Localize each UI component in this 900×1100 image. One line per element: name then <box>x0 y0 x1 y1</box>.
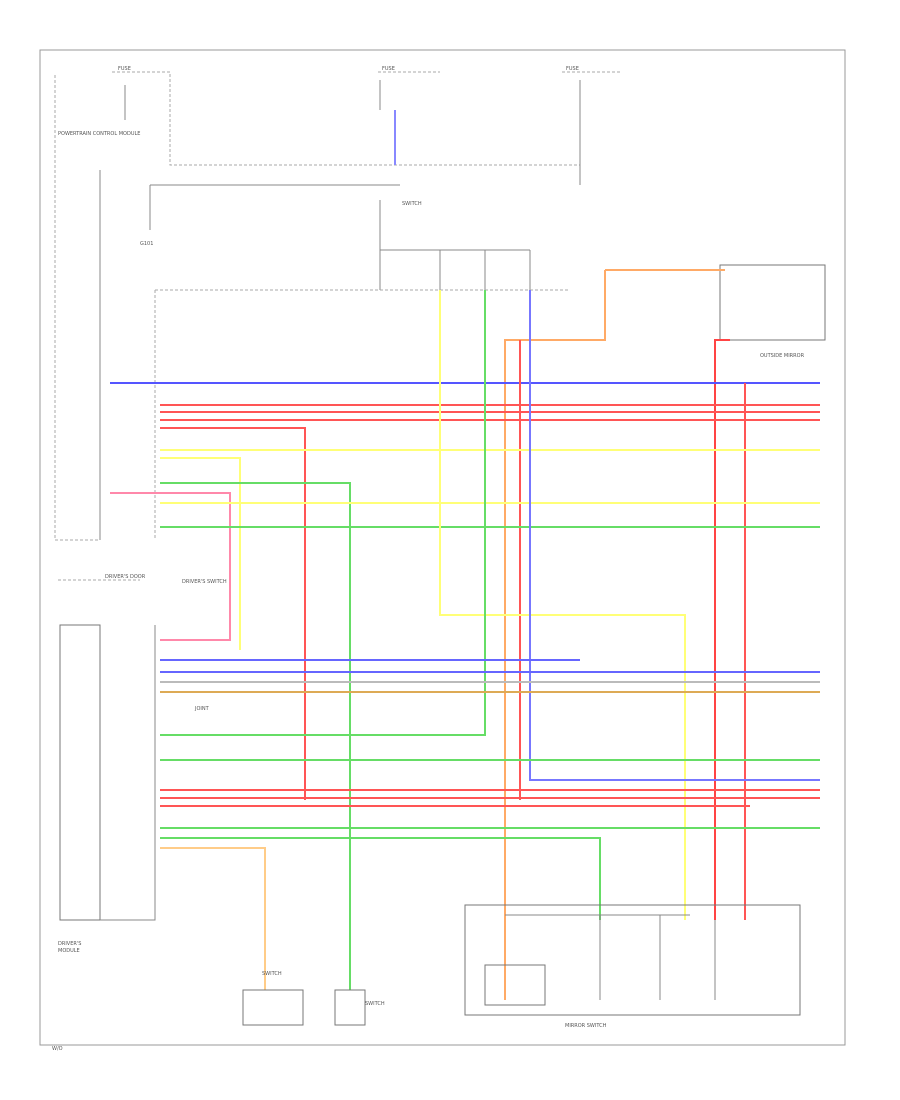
center-bus <box>379 200 531 290</box>
wire-yellow-vert <box>439 290 686 920</box>
center-connector-box <box>154 289 570 540</box>
wire-green-vert <box>160 290 486 736</box>
bottom-right-title: MIRROR SWITCH <box>565 1023 607 1029</box>
powertrain-control-module: POWERTRAIN CONTROL MODULE <box>54 75 140 541</box>
center-switch-label: SWITCH <box>402 201 422 207</box>
top-fuse-label-2: FUSE <box>382 66 395 72</box>
right-module-label: OUTSIDE MIRROR <box>760 353 805 359</box>
left-module-label: POWERTRAIN CONTROL MODULE <box>58 131 140 137</box>
top-fuse-box-3: FUSE <box>562 66 622 185</box>
left-bottom-label-2: MODULE <box>58 948 80 954</box>
wire-violet-vert <box>529 290 820 781</box>
bottom-switch-label-2: SWITCH <box>365 1001 385 1007</box>
wire-pink-1 <box>110 492 231 641</box>
bottom-switch-1: SWITCH <box>242 971 304 1026</box>
left-lower-module-label: DRIVER'S DOOR <box>105 574 146 580</box>
top-fuse-box-1: FUSE <box>112 66 580 166</box>
wire-orange-right <box>504 269 725 1000</box>
wire-orange-bottom <box>160 847 266 990</box>
ground-label: G101 <box>140 241 153 247</box>
mirror-switch-assembly: MIRROR SWITCH <box>464 904 801 1029</box>
left-lower-title: DRIVER'S SWITCH <box>182 579 227 585</box>
wire-yellow-2 <box>160 457 241 650</box>
wire-red-drop-1 <box>160 427 306 800</box>
left-bottom-label-1: DRIVER'S <box>58 941 81 947</box>
bottom-switch-2: SWITCH <box>334 989 385 1026</box>
bottom-switch-label-1: SWITCH <box>262 971 282 977</box>
top-fuse-box-2: FUSE <box>378 66 440 110</box>
wire-green-1 <box>160 482 351 990</box>
page-footer: W/O <box>52 1046 63 1052</box>
diagram-frame <box>39 49 846 1046</box>
wire-green-bottom-2 <box>160 837 601 920</box>
top-fuse-label-1: FUSE <box>118 66 131 72</box>
wire-blue-right <box>714 339 730 920</box>
drivers-door-module: DRIVER'S DOOR DRIVER'S SWITCH DRIVER'S M… <box>58 574 227 954</box>
joint-label: JOINT <box>194 706 210 712</box>
top-fuse-label-3: FUSE <box>566 66 579 72</box>
outside-mirror-module: OUTSIDE MIRROR <box>719 264 826 359</box>
wire-group <box>110 110 820 1000</box>
